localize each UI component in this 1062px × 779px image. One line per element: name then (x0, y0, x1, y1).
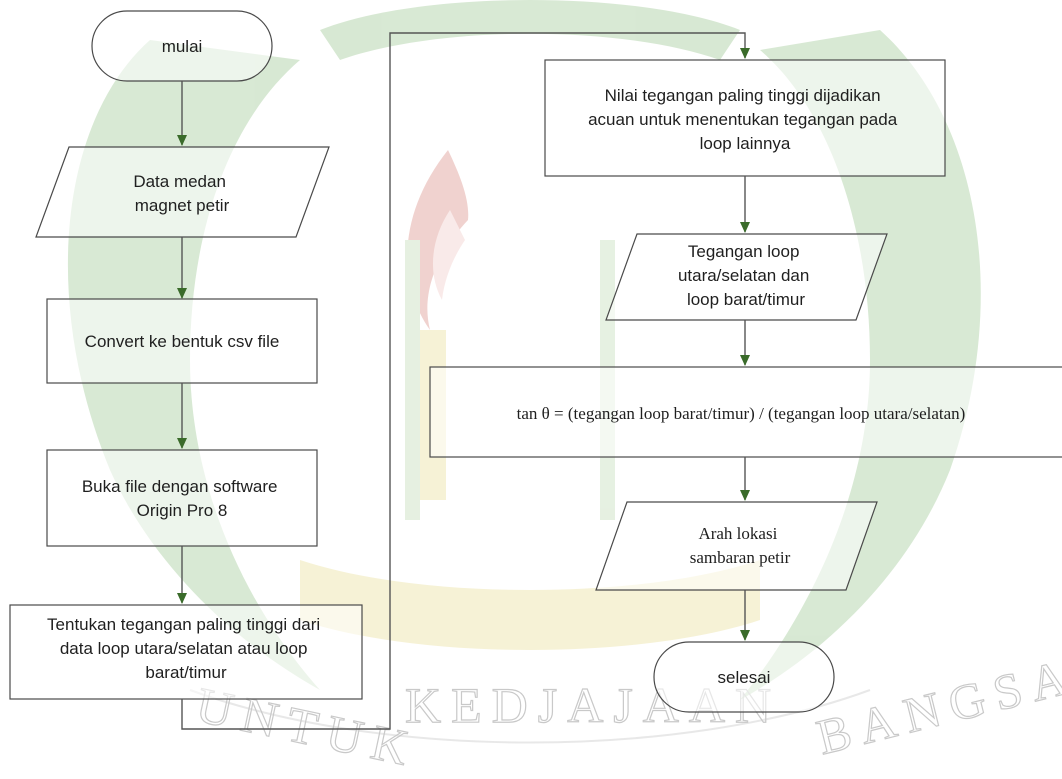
direction-output-line-2: sambaran petir (690, 548, 791, 567)
start-label: mulai (162, 37, 203, 56)
end-terminator (653, 641, 835, 713)
voltage-output-line-2: utara/selatan dan (678, 266, 809, 285)
direction-output-parallelogram (595, 501, 878, 591)
voltage-output-line-3: loop barat/timur (687, 290, 805, 309)
voltage-output-label: Tegangan loop utara/selatan dan loop bar… (678, 242, 814, 309)
determine-label: Tentukan tegangan paling tinggi dari dat… (47, 615, 325, 682)
watermark-pillar-left (405, 240, 420, 520)
watermark-leaf-right (740, 30, 981, 700)
open-file-line-1: Buka file dengan software (82, 477, 278, 496)
watermark-text-right: BANGSA (811, 647, 1062, 766)
open-file-line-2: Origin Pro 8 (137, 501, 228, 520)
formula-label: tan θ = (tegangan loop barat/timur) / (t… (517, 404, 966, 423)
reference-process (544, 59, 946, 177)
watermark-flame-inner (432, 210, 465, 300)
watermark-arc-top (320, 0, 740, 60)
reference-line-1: Nilai tegangan paling tinggi dijadikan (605, 86, 881, 105)
reference-label: Nilai tegangan paling tinggi dijadikan a… (588, 86, 902, 153)
determine-line-1: Tentukan tegangan paling tinggi dari (47, 615, 320, 634)
determine-line-2: data loop utara/selatan atau loop (60, 639, 308, 658)
direction-output-line-1: Arah lokasi (698, 524, 777, 543)
voltage-output-line-1: Tegangan loop (688, 242, 800, 261)
watermark-base (300, 560, 760, 650)
end-label: selesai (718, 668, 771, 687)
formula-process (429, 366, 1062, 458)
input-data-parallelogram (35, 146, 330, 238)
determine-process (9, 604, 363, 700)
input-data-label: Data medan magnet petir (133, 172, 230, 215)
input-data-line-2: magnet petir (135, 196, 230, 215)
watermark-flame (407, 150, 469, 330)
reference-line-2: acuan untuk menentukan tegangan pada (588, 110, 898, 129)
determine-line-3: barat/timur (145, 663, 227, 682)
convert-label: Convert ke bentuk csv file (85, 332, 280, 351)
reference-line-3: loop lainnya (700, 134, 791, 153)
open-file-label: Buka file dengan software Origin Pro 8 (82, 477, 282, 520)
open-file-process (46, 449, 318, 547)
connector-left-to-right (181, 32, 750, 730)
convert-process (46, 298, 318, 384)
watermark-ribbon (189, 689, 871, 744)
direction-output-label: Arah lokasi sambaran petir (690, 524, 791, 567)
voltage-output-parallelogram (605, 233, 888, 321)
input-data-line-1: Data medan (133, 172, 226, 191)
